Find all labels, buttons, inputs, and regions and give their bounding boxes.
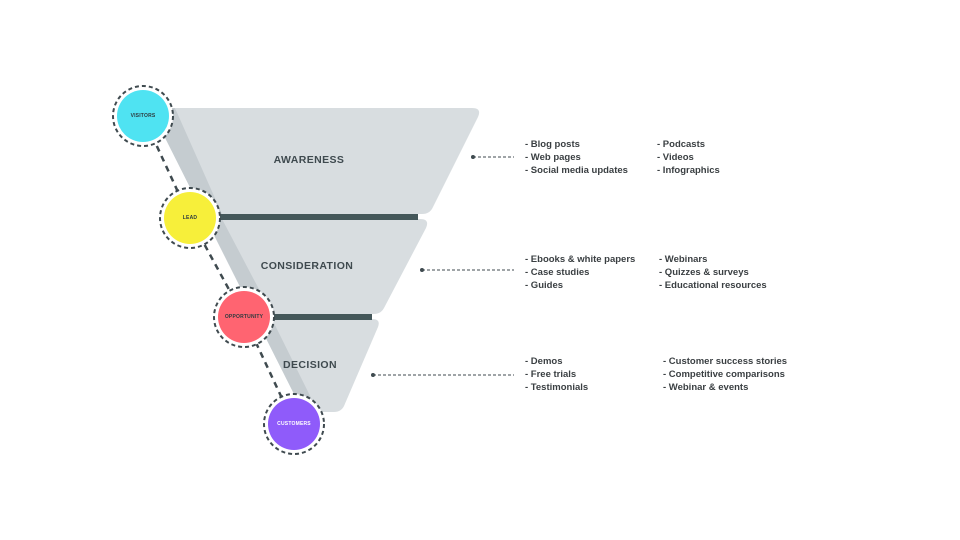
list-item: - Competitive comparisons bbox=[663, 369, 785, 380]
stage-label-awareness: AWARENESS bbox=[273, 154, 345, 166]
list-item: - Infographics bbox=[657, 165, 720, 176]
list-item: - Guides bbox=[525, 280, 564, 291]
funnel-section-decision bbox=[272, 319, 379, 412]
funnel-section-awareness bbox=[175, 108, 480, 214]
node-label-lead: LEAD bbox=[182, 215, 198, 221]
node-label-customers: CUSTOMERS bbox=[277, 421, 311, 427]
node-fill bbox=[218, 291, 270, 343]
list-item: - Podcasts bbox=[657, 139, 706, 150]
decision-list-2: - Customer success stories - Competitive… bbox=[663, 355, 787, 394]
stage-label-decision: DECISION bbox=[283, 359, 337, 371]
list-item: - Webinars bbox=[659, 254, 708, 265]
node-lead bbox=[159, 187, 221, 249]
node-visitors bbox=[112, 85, 174, 147]
list-item: - Videos bbox=[657, 152, 694, 163]
node-connector bbox=[141, 115, 296, 425]
list-item: - Blog posts bbox=[525, 139, 580, 150]
node-customers bbox=[263, 393, 325, 455]
divider-bar bbox=[200, 214, 418, 220]
list-item: - Educational resources bbox=[659, 280, 767, 291]
list-item: - Quizzes & surveys bbox=[659, 267, 749, 278]
list-item: - Case studies bbox=[525, 267, 590, 278]
node-opportunity bbox=[213, 286, 275, 348]
list-item: - Ebooks & white papers bbox=[525, 254, 636, 265]
consideration-list-2: - Webinars - Quizzes & surveys - Educati… bbox=[659, 253, 767, 292]
node-label-visitors: VISITORS bbox=[130, 113, 156, 119]
list-item: - Webinar & events bbox=[663, 382, 749, 393]
awareness-list-1: - Blog posts - Web pages - Social media … bbox=[525, 138, 628, 177]
list-item: - Social media updates bbox=[525, 165, 628, 176]
list-item: - Customer success stories bbox=[663, 356, 788, 367]
funnel-section-consideration bbox=[222, 219, 428, 314]
list-item: - Free trials bbox=[525, 369, 577, 380]
list-item: - Web pages bbox=[525, 152, 581, 163]
node-fill bbox=[164, 192, 216, 244]
stage-label-consideration: CONSIDERATION bbox=[260, 260, 354, 272]
node-fill bbox=[268, 398, 320, 450]
decision-list-1: - Demos - Free trials - Testimonials bbox=[525, 355, 588, 394]
awareness-list-2: - Podcasts - Videos - Infographics bbox=[657, 138, 720, 177]
list-item: - Testimonials bbox=[525, 382, 589, 393]
node-fill bbox=[117, 90, 169, 142]
divider-bar bbox=[250, 314, 372, 320]
consideration-list-1: - Ebooks & white papers - Case studies -… bbox=[525, 253, 635, 292]
list-item: - Demos bbox=[525, 356, 563, 367]
node-label-opportunity: OPPORTUNITY bbox=[224, 314, 264, 320]
pointer-lines bbox=[371, 155, 514, 377]
